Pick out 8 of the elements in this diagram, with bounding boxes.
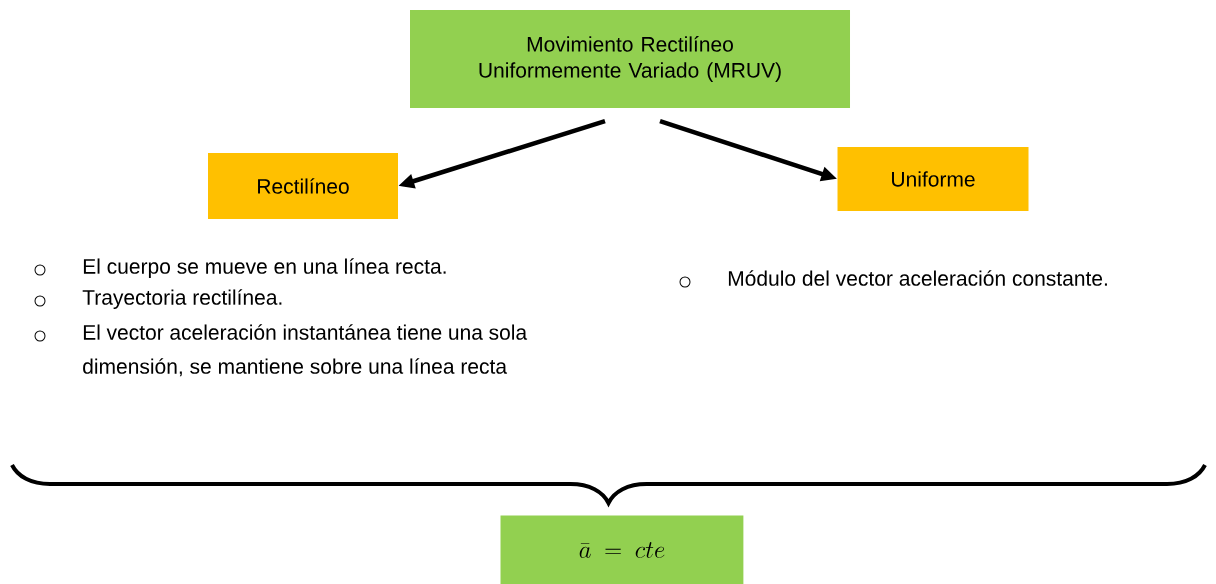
list-item: El cuerpo se mueve en una línea recta. [83,258,446,278]
category-box: Uniforme [837,147,1029,211]
category-box: Rectilíneo [208,153,398,219]
list-item: Módulo del vector aceleración constante. [728,270,1107,286]
list-item: Trayectoria rectilínea. [82,289,282,309]
list-item: El vector aceleración instantánea tiene una sola dimensión, se mantiene sobre una línea recta [83,324,528,377]
formula-box: $\bar{a} = cte$ [500,515,744,584]
title-box: Movimiento Rectilíneo Uniformemente Variado (MRUV) [410,10,850,108]
